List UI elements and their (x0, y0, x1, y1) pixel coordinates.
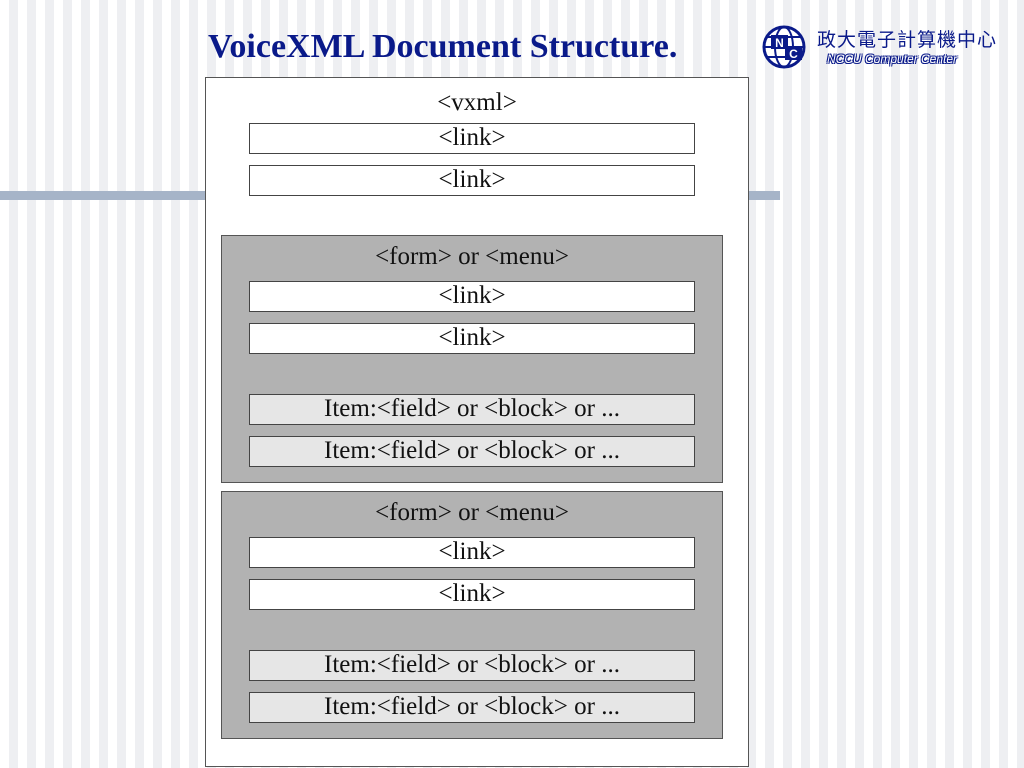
root-link-box: <link> (249, 165, 695, 196)
svg-text:C: C (789, 47, 798, 61)
form-or-menu-section: <form> or <menu> <link> <link> Item:<fie… (221, 235, 723, 483)
section-link-box: <link> (249, 281, 695, 312)
section-link-box: <link> (249, 323, 695, 354)
vxml-document-box: <vxml> <link> <link> <form> or <menu> <l… (205, 77, 749, 767)
logo-english-name: NCCU Computer Center (827, 52, 958, 66)
globe-icon: N C (762, 25, 806, 69)
nccu-logo: N C 政大電子計算機中心 NCCU Computer Center (757, 22, 1019, 72)
vxml-label: <vxml> (437, 89, 517, 116)
section-link-box: <link> (249, 537, 695, 568)
item-box: Item:<field> or <block> or ... (249, 436, 695, 467)
root-link-box: <link> (249, 123, 695, 154)
section-label: <form> or <menu> (375, 243, 569, 270)
item-box: Item:<field> or <block> or ... (249, 394, 695, 425)
item-box: Item:<field> or <block> or ... (249, 650, 695, 681)
item-box: Item:<field> or <block> or ... (249, 692, 695, 723)
slide-title: VoiceXML Document Structure. (208, 28, 678, 65)
section-link-box: <link> (249, 579, 695, 610)
form-or-menu-section: <form> or <menu> <link> <link> Item:<fie… (221, 491, 723, 739)
logo-chinese-name: 政大電子計算機中心 (817, 29, 998, 51)
section-label: <form> or <menu> (375, 499, 569, 526)
svg-text:N: N (775, 36, 784, 50)
